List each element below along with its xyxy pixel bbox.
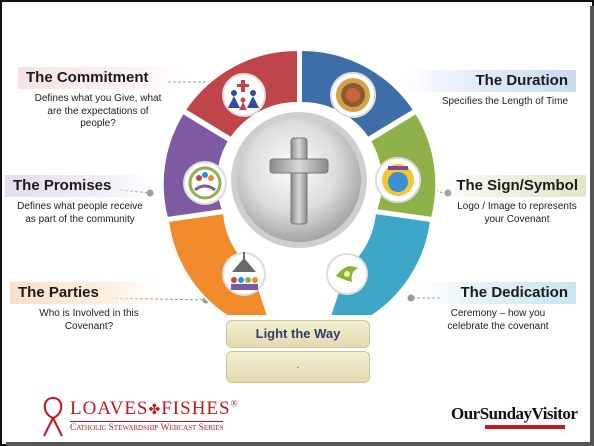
logo-icon (375, 157, 421, 203)
parties-desc: Who is Involved in this Covenant? (39, 308, 139, 332)
label-dedication: The Dedication Ceremony – how you celebr… (420, 282, 576, 333)
duration-title: The Duration (404, 70, 576, 92)
osv-wordmark: OurSundayVisitor (451, 404, 578, 423)
bulb-base-bar: . (226, 351, 370, 383)
church-people-icon (222, 252, 266, 296)
label-duration: The Duration Specifies the Length of Tim… (404, 70, 576, 109)
seal-icon (330, 72, 376, 118)
parties-title: The Parties (10, 282, 160, 304)
duration-desc: Specifies the Length of Time (441, 96, 568, 107)
label-promises: The Promises Defines what people receive… (5, 175, 155, 226)
circle-people-icon (183, 161, 227, 205)
brand-fishes: FISHES (161, 398, 231, 419)
brand-tagline: Catholic Stewardship Webcast Series (70, 421, 224, 433)
sign-title: The Sign/Symbol (440, 175, 586, 197)
commitment-desc: Defines what you Give, what are the expe… (34, 93, 162, 129)
cross-icon (269, 137, 329, 225)
label-parties: The Parties Who is Involved in this Cove… (10, 282, 160, 333)
slide-shadow-bottom (6, 442, 594, 446)
ribbon-icon (43, 396, 63, 437)
brand-loaves: LOAVES (70, 398, 149, 419)
our-sunday-visitor-logo: OurSundayVisitor (451, 404, 578, 429)
commitment-title: The Commitment (18, 67, 188, 89)
registered-mark: ® (230, 398, 239, 409)
dove-icon (326, 253, 368, 295)
family-icon (222, 73, 266, 117)
dedication-desc: Ceremony – how you celebrate the covenan… (447, 308, 549, 332)
promises-desc: Defines what people receive as part of t… (17, 201, 143, 225)
label-sign: The Sign/Symbol Logo / Image to represen… (440, 175, 586, 226)
promises-title: The Promises (5, 175, 155, 197)
slide-shadow (590, 6, 594, 446)
brand-amp-icon: ✤ (148, 403, 162, 418)
sign-desc: Logo / Image to represents your Covenant (457, 201, 577, 225)
osv-underline (485, 425, 565, 429)
light-the-way-button: Light the Way (226, 320, 370, 348)
dedication-title: The Dedication (420, 282, 576, 304)
label-commitment: The Commitment Defines what you Give, wh… (18, 67, 188, 131)
